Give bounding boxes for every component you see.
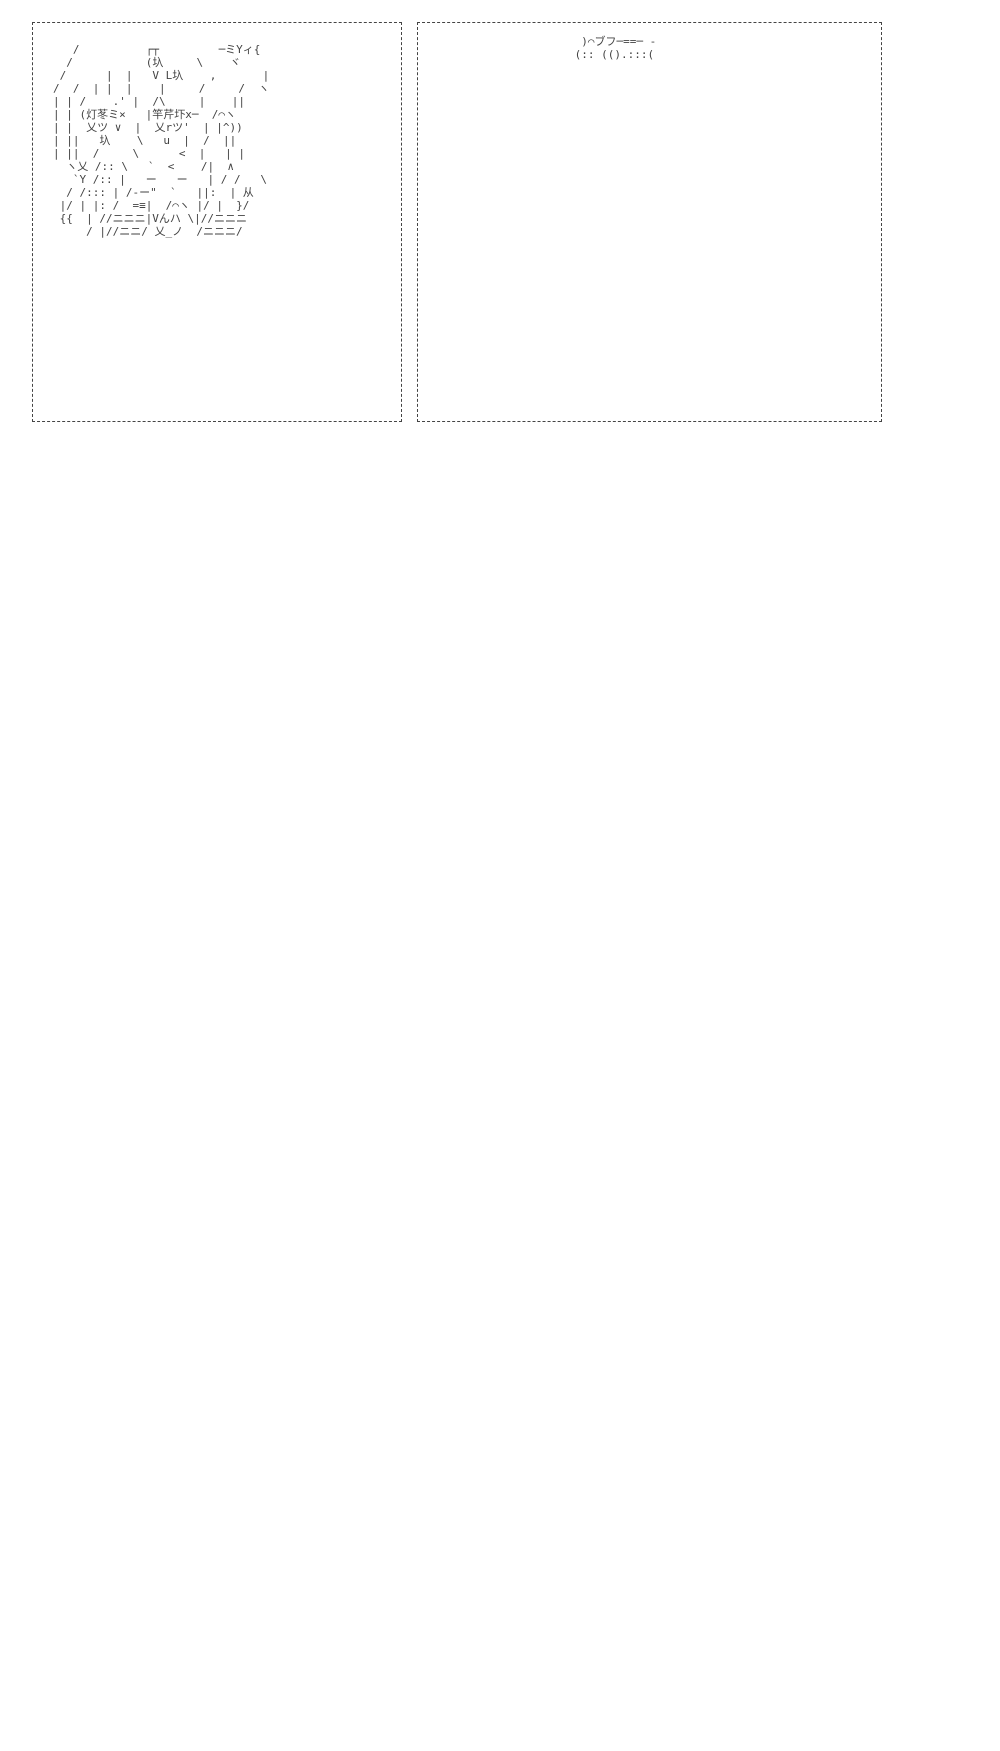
panel-1: / ┌┬ ─ミYィ{ / (圦 \ ヾ / | | V L圦 , | / / |…	[32, 22, 402, 422]
ascii-art-figure: / ┌┬ ─ミYィ{ / (圦 \ ヾ / | | V L圦 , | / / |…	[53, 43, 270, 238]
ascii-art-figure: )⌒ブフ─==─ - (:: (().:::(	[574, 35, 657, 61]
panel-2: )⌒ブフ─==─ - (:: (().:::(	[417, 22, 882, 422]
